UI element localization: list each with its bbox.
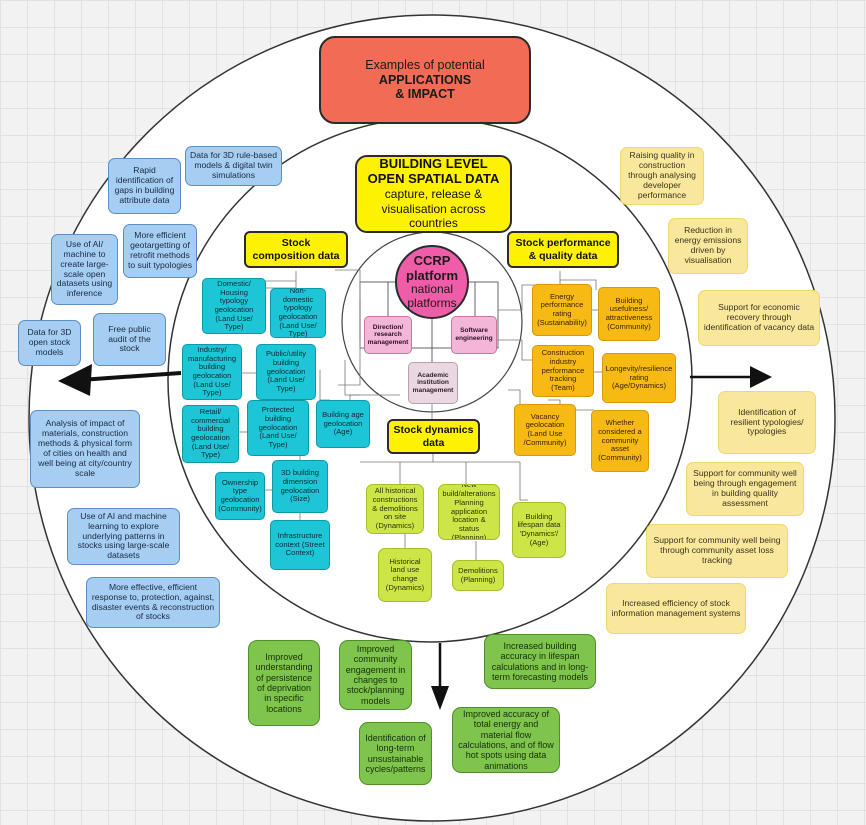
dynamics-item-building-lifespan: Building lifespan data 'Dynamics'/ (Age) <box>512 502 566 558</box>
center-heading-line-2: OPEN SPATIAL DATA <box>367 171 500 187</box>
left-app-analysis-health-wellbeing: Analysis of impact of materials, constru… <box>30 410 140 488</box>
academic-institution-management-node: Academic institution management <box>408 362 458 404</box>
right-app-reduction-emissions: Reduction in energy emissions driven by … <box>668 218 748 274</box>
composition-item-infrastructure-context: Infrastructure context (Street Context) <box>270 520 330 570</box>
stock-composition-heading: Stock composition data <box>244 231 348 268</box>
right-app-raising-quality: Raising quality in construction through … <box>620 147 704 205</box>
left-app-ai-machine-datasets: Use of AI/ machine to create large-scale… <box>51 234 118 305</box>
bottom-app-unsustainable-cycles: Identification of long-term unsustainabl… <box>359 722 432 785</box>
applications-impact-title: Examples of potential APPLICATIONS & IMP… <box>319 36 531 124</box>
ccrp-line-4: platforms <box>407 295 457 310</box>
title-line-2: APPLICATIONS <box>378 72 472 87</box>
dynamics-item-new-build-planning: New build/alterations Planning applicati… <box>438 484 500 540</box>
performance-item-community-asset: Whether considered a community asset (Co… <box>591 410 649 472</box>
composition-item-3d-building-dimension: 3D building dimension geolocation (Size) <box>272 460 328 513</box>
left-app-geotargetting-retrofit: More efficient geotargetting of retrofit… <box>123 224 197 278</box>
bottom-app-lifespan-accuracy: Increased building accuracy in lifespan … <box>484 634 596 689</box>
dynamics-item-demolitions: Demolitions (Planning) <box>452 560 504 591</box>
ccrp-platform-node: CCRP platform national platforms <box>395 245 469 319</box>
building-level-open-spatial-data-heading: BUILDING LEVEL OPEN SPATIAL DATA capture… <box>355 155 512 233</box>
left-app-ai-patterns: Use of AI and machine learning to explor… <box>67 508 180 565</box>
center-heading-line-5: countries <box>409 216 458 231</box>
center-heading-line-3: capture, release & <box>384 187 483 202</box>
right-app-community-asset-loss: Support for community well being through… <box>646 524 788 578</box>
composition-item-non-domestic: Non-domestic typology geolocation (Land … <box>270 288 326 338</box>
dynamics-item-historical-land-use: Historical land use change (Dynamics) <box>378 548 432 602</box>
composition-item-protected-building: Protected building geolocation (Land Use… <box>247 400 309 456</box>
stock-performance-heading: Stock performance & quality data <box>507 231 619 268</box>
left-app-rapid-identification: Rapid identification of gaps in building… <box>108 158 181 214</box>
software-engineering-node: Software engineering <box>451 316 497 354</box>
left-app-3d-open-stock-models: Data for 3D open stock models <box>18 320 81 366</box>
title-line-3: & IMPACT <box>395 87 455 102</box>
bottom-app-deprivation: Improved understanding of persistence of… <box>248 640 320 726</box>
center-heading-line-4: visualisation across <box>381 201 486 216</box>
ccrp-line-1: CCRP <box>413 253 451 269</box>
performance-item-usefulness: Building usefulness/ attractiveness (Com… <box>598 287 660 341</box>
right-app-economic-recovery: Support for economic recovery through id… <box>698 290 820 346</box>
composition-item-industry-manufacturing: Industry/ manufacturing building geoloca… <box>182 344 242 400</box>
stock-dynamics-heading: Stock dynamics data <box>387 419 480 454</box>
left-app-free-public-audit: Free public audit of the stock <box>93 313 166 366</box>
composition-item-public-utility: Public/utility building geolocation (Lan… <box>256 344 316 400</box>
direction-research-management-node: Direction/ research management <box>364 316 412 354</box>
right-app-community-engagement: Support for community well being through… <box>686 462 804 516</box>
bottom-app-community-engagement: Improved community engagement in changes… <box>339 640 412 710</box>
composition-item-ownership-type: Ownership type geolocation (Community) <box>215 472 265 520</box>
right-app-stock-information-efficiency: Increased efficiency of stock informatio… <box>606 583 746 634</box>
dynamics-item-historical-constructions: All historical constructions & demolitio… <box>366 484 424 534</box>
performance-item-longevity: Longevity/resilience rating (Age/Dynamic… <box>602 353 676 403</box>
arrows <box>58 364 772 710</box>
right-app-resilient-typologies: Identification of resilient typologies/ … <box>718 391 816 454</box>
performance-item-vacancy: Vacancy geolocation (Land Use /Community… <box>514 404 576 456</box>
left-app-3d-rule-based-models: Data for 3D rule-based models & digital … <box>185 146 282 186</box>
left-app-disaster-response: More effective, efficient response to, p… <box>86 577 220 628</box>
composition-item-retail-commercial: Retail/ commercial building geolocation … <box>182 405 239 463</box>
ccrp-line-2: platform <box>406 267 458 283</box>
bottom-app-energy-material-flow: Improved accuracy of total energy and ma… <box>452 707 560 773</box>
composition-item-building-age: Building age geolocation (Age) <box>316 400 370 448</box>
center-heading-line-1: BUILDING LEVEL <box>379 156 488 172</box>
ccrp-line-3: national <box>410 282 454 297</box>
composition-item-domestic-housing: Domestic/ Housing typology geolocation (… <box>202 278 266 334</box>
performance-item-energy-rating: Energy performance rating (Sustainabilit… <box>532 284 592 336</box>
performance-item-construction-industry: Construction industry performance tracki… <box>532 345 594 397</box>
title-line-1: Examples of potential <box>365 58 485 73</box>
